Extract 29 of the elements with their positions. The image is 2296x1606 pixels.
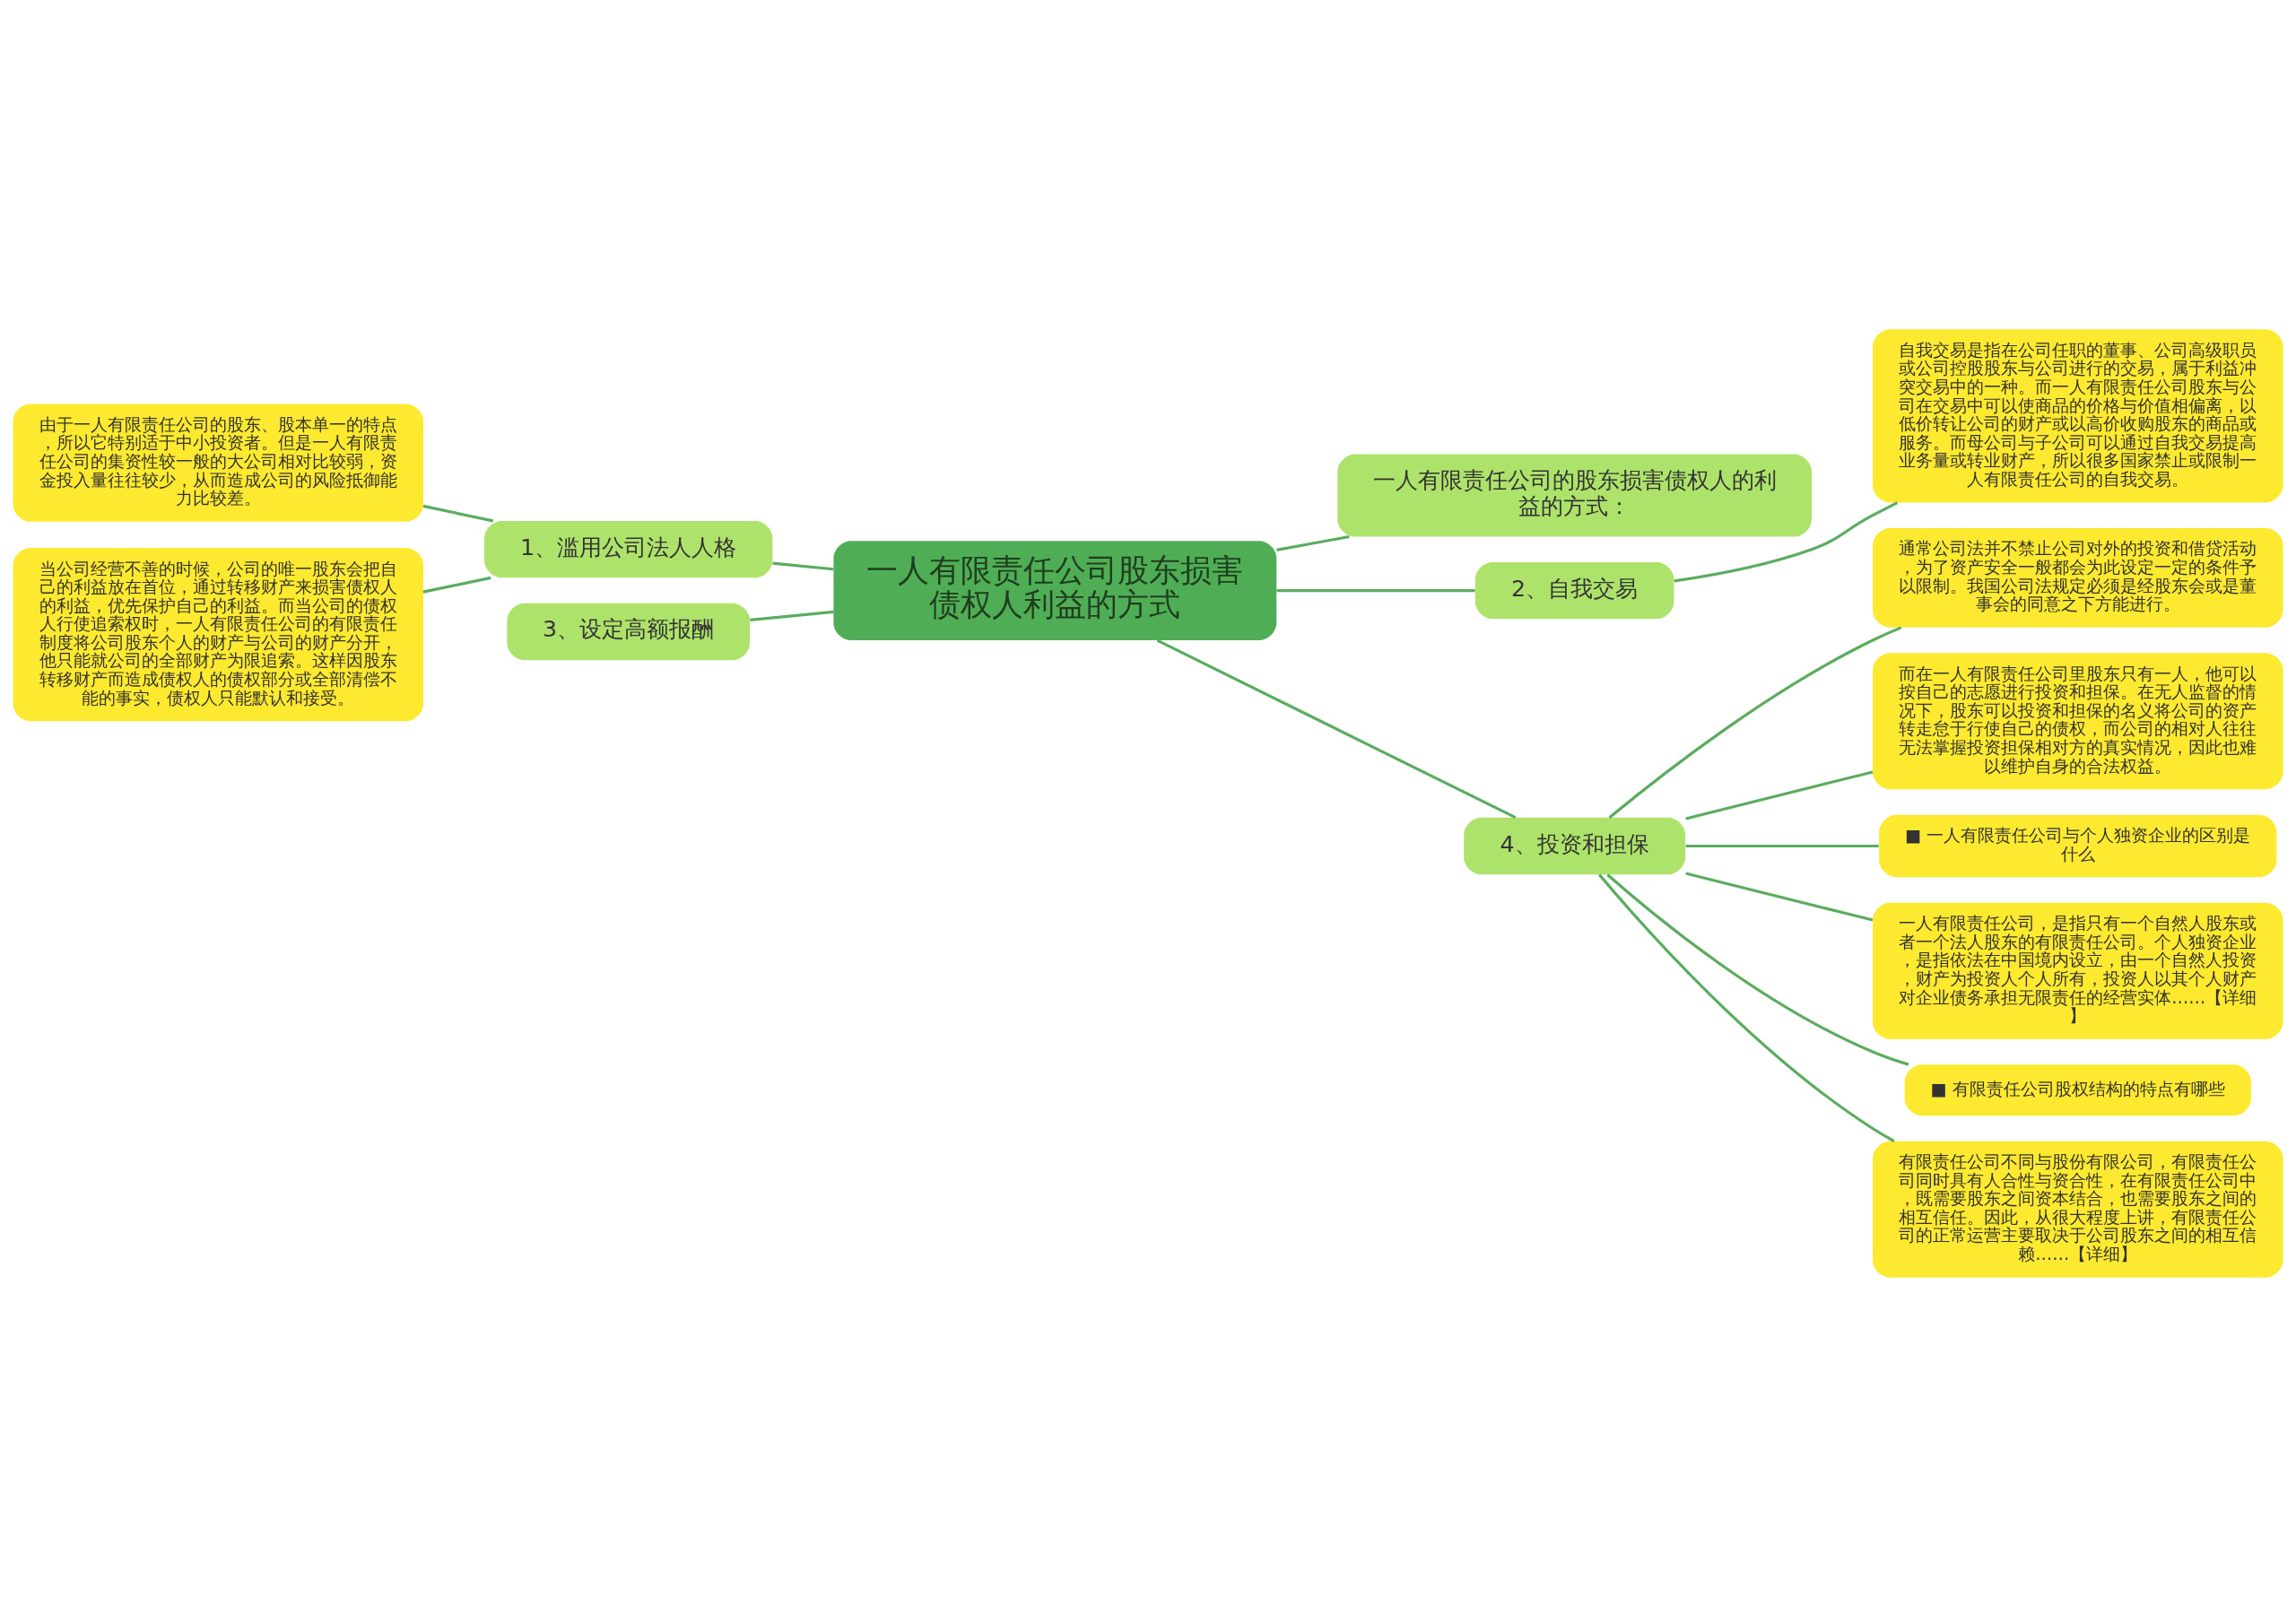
connector: [1606, 872, 1909, 1066]
node-box: 自我交易是指在公司任职的董事、公司高级职员或公司控股股东与公司进行的交易，属于利益冲突交易中的一种。而一人有限责任公司股东与公司在交易中可以使商品的价格与价值相偏离，以低价转让公司的财产或以高价收购股东的商品或服务。而母公司与子公司可以通过自我交易提高业务量或转业财产，所以很多国家禁止或限制一人有限责任公司的自我交易。: [1873, 328, 2283, 502]
node-box: 当公司经营不善的时候，公司的唯一股东会把自己的利益放在首位，通过转移财产来损害债权人的利益，优先保护自己的利益。而当公司的债权人行使追索权时，一人有限责任公司的有限责任制度将公司股东个人的财产与公司的财产分开，他只能就公司的全部财产为限追索。这样因股东转移财产而造成债权人的债权部分或全部清偿不能的事实，债权人只能默认和接受。: [13, 547, 423, 721]
node-box: 而在一人有限责任公司里股东只有一人，他可以按自己的志愿进行投资和担保。在无人监督的情况下，股东可以投资和担保的名义将公司的资产转走怠于行使自己的债权，而公司的相对人往往无法掌握投资担保相对方的真实情况，因此也难以维护自身的合法权益。: [1873, 652, 2283, 789]
node-box: ■ 有限责任公司股权结构的特点有哪些: [1904, 1063, 2251, 1116]
connector: [750, 610, 834, 621]
node-box: 一人有限责任公司的股东损害债权人的利益的方式：: [1337, 454, 1812, 536]
connector: [1674, 500, 1899, 582]
node-box: 一人有限责任公司股东损害债权人利益的方式: [833, 540, 1277, 640]
connector: [1276, 588, 1475, 592]
connector: [422, 504, 494, 522]
connector: [1685, 769, 1874, 820]
node-box: 由于一人有限责任公司的股东、股本单一的特点，所以它特别适于中小投资者。但是一人有限责任公司的集资性较一般的大公司相对比较弱，资金投入量往往较少，从而造成公司的风险抵御能力比较差。: [13, 403, 423, 522]
connector: [1685, 872, 1874, 922]
node-box: 通常公司法并不禁止公司对外的投资和借贷活动，为了资产安全一般都会为此设定一定的条件予以限制。我国公司法规定必须是经股东会或是董事会的同意之下方能进行。: [1873, 527, 2283, 628]
node-box: 4、投资和担保: [1464, 817, 1686, 874]
node-box: ■ 一人有限责任公司与个人独资企业的区别是什么: [1879, 814, 2277, 877]
node-box: 有限责任公司不同与股份有限公司，有限责任公司同时具有人合性与资合性，在有限责任公司中，既需要股东之间资本结合，也需要股东之间的相互信任。因此，从很大程度上讲，有限责任公司的正常运营主要取决于公司股东之间的相互信赖……【详细】: [1873, 1141, 2283, 1278]
node-box: 1、滥用公司法人人格: [484, 520, 773, 577]
connector: [772, 561, 834, 570]
node-box: 2、自我交易: [1474, 561, 1674, 619]
connector: [422, 576, 491, 594]
node-box: 3、设定高额报酬: [507, 603, 750, 660]
connector: [1608, 625, 1902, 819]
connector: [1276, 534, 1350, 551]
connector: [1685, 844, 1879, 847]
connector: [1156, 638, 1517, 819]
node-box: 一人有限责任公司，是指只有一个自然人股东或者一个法人股东的有限责任公司。个人独资企业，是指依法在中国境内设立，由一个自然人投资，财产为投资人个人所有，投资人以其个人财产对企业债务承担无限责任的经营实体……【详细】: [1873, 902, 2283, 1039]
connector: [1598, 872, 1895, 1142]
